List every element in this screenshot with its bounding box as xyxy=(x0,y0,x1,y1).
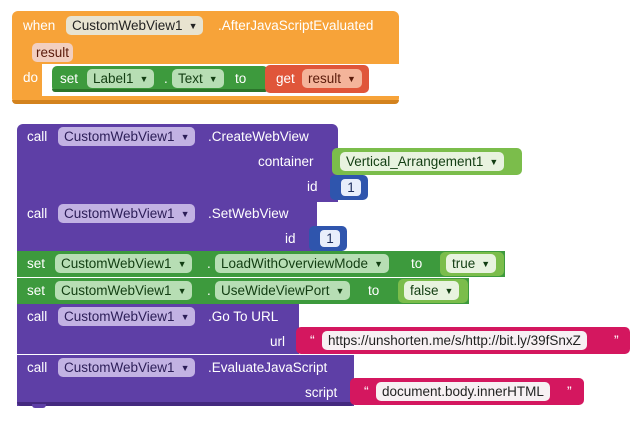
create-id-number-field[interactable]: 1 xyxy=(341,179,361,196)
chevron-down-icon: ▼ xyxy=(347,74,356,84)
wideview-component-dropdown[interactable]: CustomWebView1 ▼ xyxy=(55,281,193,300)
wideview-component-label: CustomWebView1 xyxy=(61,283,172,298)
overview-component-dropdown[interactable]: CustomWebView1 ▼ xyxy=(55,254,193,273)
overview-boolean-label: true xyxy=(452,256,476,271)
quote-close-icon: ” xyxy=(614,332,619,348)
to-keyword: to xyxy=(368,283,380,298)
overview-boolean-dropdown[interactable]: true ▼ xyxy=(446,254,497,273)
script-text-field[interactable]: document.body.innerHTML xyxy=(376,382,550,401)
chevron-down-icon: ▼ xyxy=(177,286,187,296)
to-keyword: to xyxy=(235,71,247,86)
event-param-result[interactable]: result xyxy=(32,43,74,62)
call-keyword: call xyxy=(27,360,48,375)
do-keyword: do xyxy=(23,70,39,85)
evaluate-component-dropdown[interactable]: CustomWebView1 ▼ xyxy=(58,358,196,377)
quote-close-icon: ” xyxy=(567,383,572,399)
to-keyword: to xyxy=(411,256,423,271)
set-dot: . xyxy=(164,71,168,86)
setwebview-component-label: CustomWebView1 xyxy=(64,206,175,221)
chevron-down-icon: ▼ xyxy=(444,286,454,296)
chevron-down-icon: ▼ xyxy=(177,259,187,269)
setwebview-id-label: id xyxy=(285,231,296,246)
chevron-down-icon: ▼ xyxy=(180,312,190,322)
gotourl-component-dropdown[interactable]: CustomWebView1 ▼ xyxy=(58,307,196,326)
wideview-boolean-label: false xyxy=(410,283,439,298)
url-label: url xyxy=(270,334,286,349)
evaluate-component-label: CustomWebView1 xyxy=(64,360,175,375)
overview-component-label: CustomWebView1 xyxy=(61,256,172,271)
chevron-down-icon: ▼ xyxy=(208,74,218,84)
event-component-label: CustomWebView1 xyxy=(72,18,183,33)
createwebview-component-label: CustomWebView1 xyxy=(64,129,175,144)
createwebview-component-dropdown[interactable]: CustomWebView1 ▼ xyxy=(58,127,196,146)
chevron-down-icon: ▼ xyxy=(489,157,499,167)
container-component-label: Vertical_Arrangement1 xyxy=(346,154,484,169)
gotourl-component-label: CustomWebView1 xyxy=(64,309,175,324)
overview-dot: . xyxy=(207,256,211,271)
evaluate-bottom-notch xyxy=(32,404,46,408)
call-keyword: call xyxy=(27,309,48,324)
set-property-label: Text xyxy=(178,71,203,86)
set-property-dropdown[interactable]: Text ▼ xyxy=(172,69,224,88)
overview-property-dropdown[interactable]: LoadWithOverviewMode ▼ xyxy=(215,254,389,273)
script-label: script xyxy=(305,385,338,400)
call-keyword: call xyxy=(27,129,48,144)
chevron-down-icon: ▼ xyxy=(374,259,383,269)
wideview-property-dropdown[interactable]: UseWideViewPort ▼ xyxy=(215,281,351,300)
setwebview-method: .SetWebView xyxy=(208,206,289,221)
event-param-label: result xyxy=(36,45,70,60)
chevron-down-icon: ▼ xyxy=(188,21,198,31)
set-keyword: set xyxy=(27,283,46,298)
chevron-down-icon: ▼ xyxy=(180,363,190,373)
container-label: container xyxy=(258,154,314,169)
set-keyword: set xyxy=(60,71,79,86)
event-do-slot-top-notch xyxy=(42,62,399,64)
quote-open-icon: “ xyxy=(310,332,315,348)
when-keyword: when xyxy=(23,18,56,33)
chevron-down-icon: ▼ xyxy=(180,209,190,219)
quote-open-icon: “ xyxy=(364,383,369,399)
get-variable-label: result xyxy=(308,71,342,86)
set-component-dropdown[interactable]: Label1 ▼ xyxy=(87,69,155,88)
get-variable-dropdown[interactable]: result ▼ xyxy=(302,69,362,88)
gotourl-method: .Go To URL xyxy=(208,309,279,324)
get-keyword: get xyxy=(276,71,295,86)
createwebview-method: .CreateWebView xyxy=(208,129,309,144)
evaluate-bottom-edge xyxy=(17,402,354,406)
wideview-property-label: UseWideViewPort xyxy=(221,283,330,298)
chevron-down-icon: ▼ xyxy=(139,74,149,84)
setwebview-component-dropdown[interactable]: CustomWebView1 ▼ xyxy=(58,204,196,223)
container-component-dropdown[interactable]: Vertical_Arrangement1 ▼ xyxy=(340,152,505,171)
wideview-dot: . xyxy=(207,283,211,298)
set-label-bottom-edge xyxy=(52,89,268,92)
event-name: .AfterJavaScriptEvaluated xyxy=(218,18,374,33)
create-id-label: id xyxy=(307,179,318,194)
set-keyword: set xyxy=(27,256,46,271)
call-keyword: call xyxy=(27,206,48,221)
url-text-field[interactable]: https://unshorten.me/s/http://bit.ly/39f… xyxy=(322,331,587,350)
chevron-down-icon: ▼ xyxy=(180,132,190,142)
wideview-boolean-dropdown[interactable]: false ▼ xyxy=(404,281,460,300)
setwebview-id-number-field[interactable]: 1 xyxy=(320,230,340,247)
chevron-down-icon: ▼ xyxy=(481,259,491,269)
evaluate-method: .EvaluateJavaScript xyxy=(208,360,328,375)
chevron-down-icon: ▼ xyxy=(335,286,345,296)
set-component-label: Label1 xyxy=(93,71,134,86)
event-component-dropdown[interactable]: CustomWebView1 ▼ xyxy=(66,16,204,35)
event-block-bottom-edge xyxy=(12,100,399,104)
overview-property-label: LoadWithOverviewMode xyxy=(221,256,369,271)
